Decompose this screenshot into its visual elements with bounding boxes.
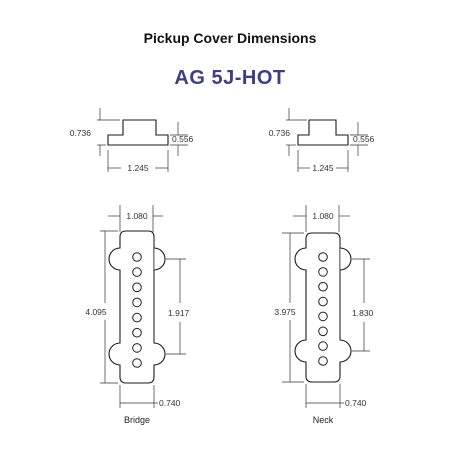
bridge-pole-6 (132, 327, 142, 338)
bridge-pole-4 (132, 297, 142, 308)
neck-mount-spacing: 1.830 (352, 308, 374, 318)
neck-cover-outline (294, 232, 352, 383)
top-view-bridge: 1.080 4.095 1.917 0.740 Bridge (85, 205, 190, 425)
neck-caption: Neck (313, 415, 334, 425)
bridge-pole-1 (132, 252, 142, 262)
neck-pole-8 (318, 356, 328, 366)
bridge-ear-top-right (153, 247, 166, 271)
bridge-pole-2 (132, 267, 142, 277)
side-view-right: 0.736 0.556 1.245 (269, 108, 375, 173)
neck-pole-2 (318, 267, 328, 277)
page-title: Pickup Cover Dimensions (143, 30, 317, 46)
neck-width: 1.080 (312, 211, 334, 221)
neck-pole-1 (318, 252, 328, 262)
neck-ear-top-right (339, 247, 352, 271)
side-right-height-overall: 0.736 (269, 128, 291, 138)
bridge-pole-3 (132, 282, 142, 293)
side-left-width: 1.245 (127, 163, 149, 173)
top-view-neck: 1.080 3.975 1.830 0.740 Neck (274, 205, 374, 425)
bridge-pole-5 (132, 312, 142, 323)
neck-pole-7 (318, 341, 328, 351)
bridge-pole-8 (132, 358, 142, 368)
neck-length: 3.975 (274, 307, 296, 317)
model-title: AG 5J-HOT (174, 67, 286, 89)
bridge-width: 1.080 (126, 211, 148, 221)
bridge-caption: Bridge (124, 415, 150, 425)
side-view-left-outline (107, 119, 169, 146)
bridge-ear-width: 0.740 (159, 398, 181, 408)
bridge-mount-spacing: 1.917 (168, 308, 190, 318)
side-left-height-ears: 0.556 (172, 134, 194, 144)
neck-pole-group (318, 252, 328, 366)
side-view-right-outline (297, 119, 349, 146)
side-right-width: 1.245 (312, 163, 334, 173)
neck-pole-4 (318, 296, 328, 307)
side-right-height-ears: 0.556 (353, 134, 375, 144)
neck-pole-6 (318, 326, 328, 337)
side-left-height-overall: 0.736 (70, 128, 92, 138)
neck-pole-3 (318, 281, 328, 292)
bridge-length: 4.095 (85, 307, 107, 317)
bridge-pole-group (132, 252, 142, 368)
side-view-left: 0.736 0.556 1.245 (70, 108, 194, 173)
bridge-pole-7 (132, 343, 142, 353)
neck-pole-5 (318, 311, 328, 322)
neck-ear-width: 0.740 (345, 398, 367, 408)
